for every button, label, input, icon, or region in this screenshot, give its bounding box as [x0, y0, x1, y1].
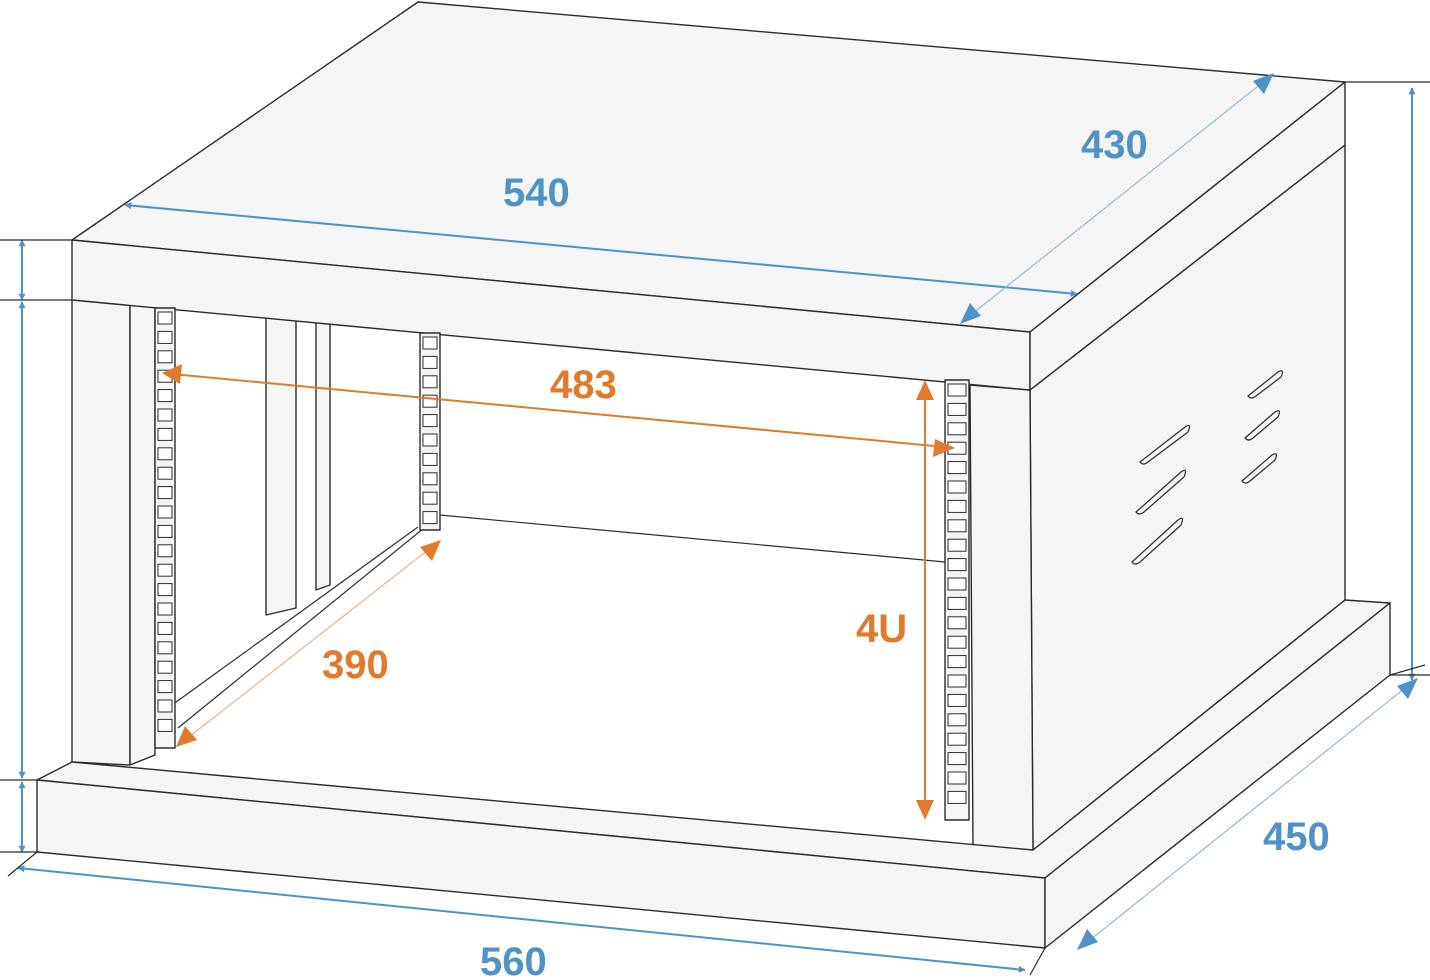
rail-hole [157, 660, 173, 674]
base-depth-label: 450 [1263, 815, 1330, 859]
vent-slot [1241, 453, 1278, 484]
rail-hole [422, 355, 438, 369]
top-width-label: 540 [503, 171, 570, 215]
rail-hole [422, 491, 438, 505]
rail-hole [157, 486, 173, 500]
rail-hole [947, 752, 967, 766]
rail-hole [947, 732, 967, 746]
case-body [36, 1, 1391, 949]
rail-hole [157, 718, 173, 732]
rail-hole [157, 563, 173, 577]
vent-slots [1131, 370, 1284, 565]
outer-dimensions [0, 73, 1430, 976]
rail-hole [157, 330, 173, 344]
rack-height-label: 4U [856, 607, 907, 651]
rail-hole [422, 452, 438, 466]
base-width-label: 560 [480, 940, 547, 980]
rail-hole [947, 790, 967, 804]
vent-slot [1247, 370, 1284, 399]
rail-hole [157, 544, 173, 558]
rail-hole [157, 641, 173, 655]
rail-hole [157, 602, 173, 616]
rail-hole [422, 336, 438, 350]
rail-hole [157, 505, 173, 519]
rail-hole [157, 447, 173, 461]
rail-hole [947, 693, 967, 707]
top-lid-right [1029, 81, 1346, 391]
rack-depth-label: 390 [322, 643, 389, 687]
rack-width-label: 483 [550, 363, 617, 407]
rack-dimensions [162, 364, 955, 820]
rail-hole [947, 655, 967, 669]
rail-hole [947, 480, 967, 494]
rail-hole [422, 472, 438, 486]
rail-hole [947, 402, 967, 416]
rail-hole [157, 680, 173, 694]
rail-hole [947, 422, 967, 436]
rail-hole [157, 389, 173, 403]
rail-hole [947, 383, 967, 397]
rail-hole [157, 524, 173, 538]
rail-hole [422, 375, 438, 389]
vent-slot [1139, 424, 1191, 465]
rail-hole [947, 461, 967, 475]
rail-hole [947, 713, 967, 727]
rack-rails [154, 307, 970, 821]
rail-hole [947, 771, 967, 785]
right-front-post [969, 384, 1034, 851]
rail-hole [422, 414, 438, 428]
rail-hole [157, 427, 173, 441]
rail-hole [947, 635, 967, 649]
rail-hole [422, 511, 438, 525]
rail-hole [947, 538, 967, 552]
rail-hole [157, 350, 173, 364]
left-front-post [71, 299, 131, 766]
rail-hole [947, 558, 967, 572]
rail-hole [947, 499, 967, 513]
rail-hole [157, 699, 173, 713]
rail-hole [157, 311, 173, 325]
rail-hole [947, 596, 967, 610]
rail-hole [157, 621, 173, 635]
vent-slot [1131, 517, 1184, 565]
rail-hole [947, 519, 967, 533]
rail-hole [947, 674, 967, 688]
rail-hole [157, 583, 173, 597]
rail-hole [157, 408, 173, 422]
rail-hole [157, 466, 173, 480]
rail-hole [422, 433, 438, 447]
vent-slot [1244, 410, 1281, 441]
rail-hole [947, 577, 967, 591]
top-depth-label: 430 [1081, 123, 1148, 167]
rail-hole [947, 616, 967, 630]
vent-slot [1135, 469, 1187, 515]
